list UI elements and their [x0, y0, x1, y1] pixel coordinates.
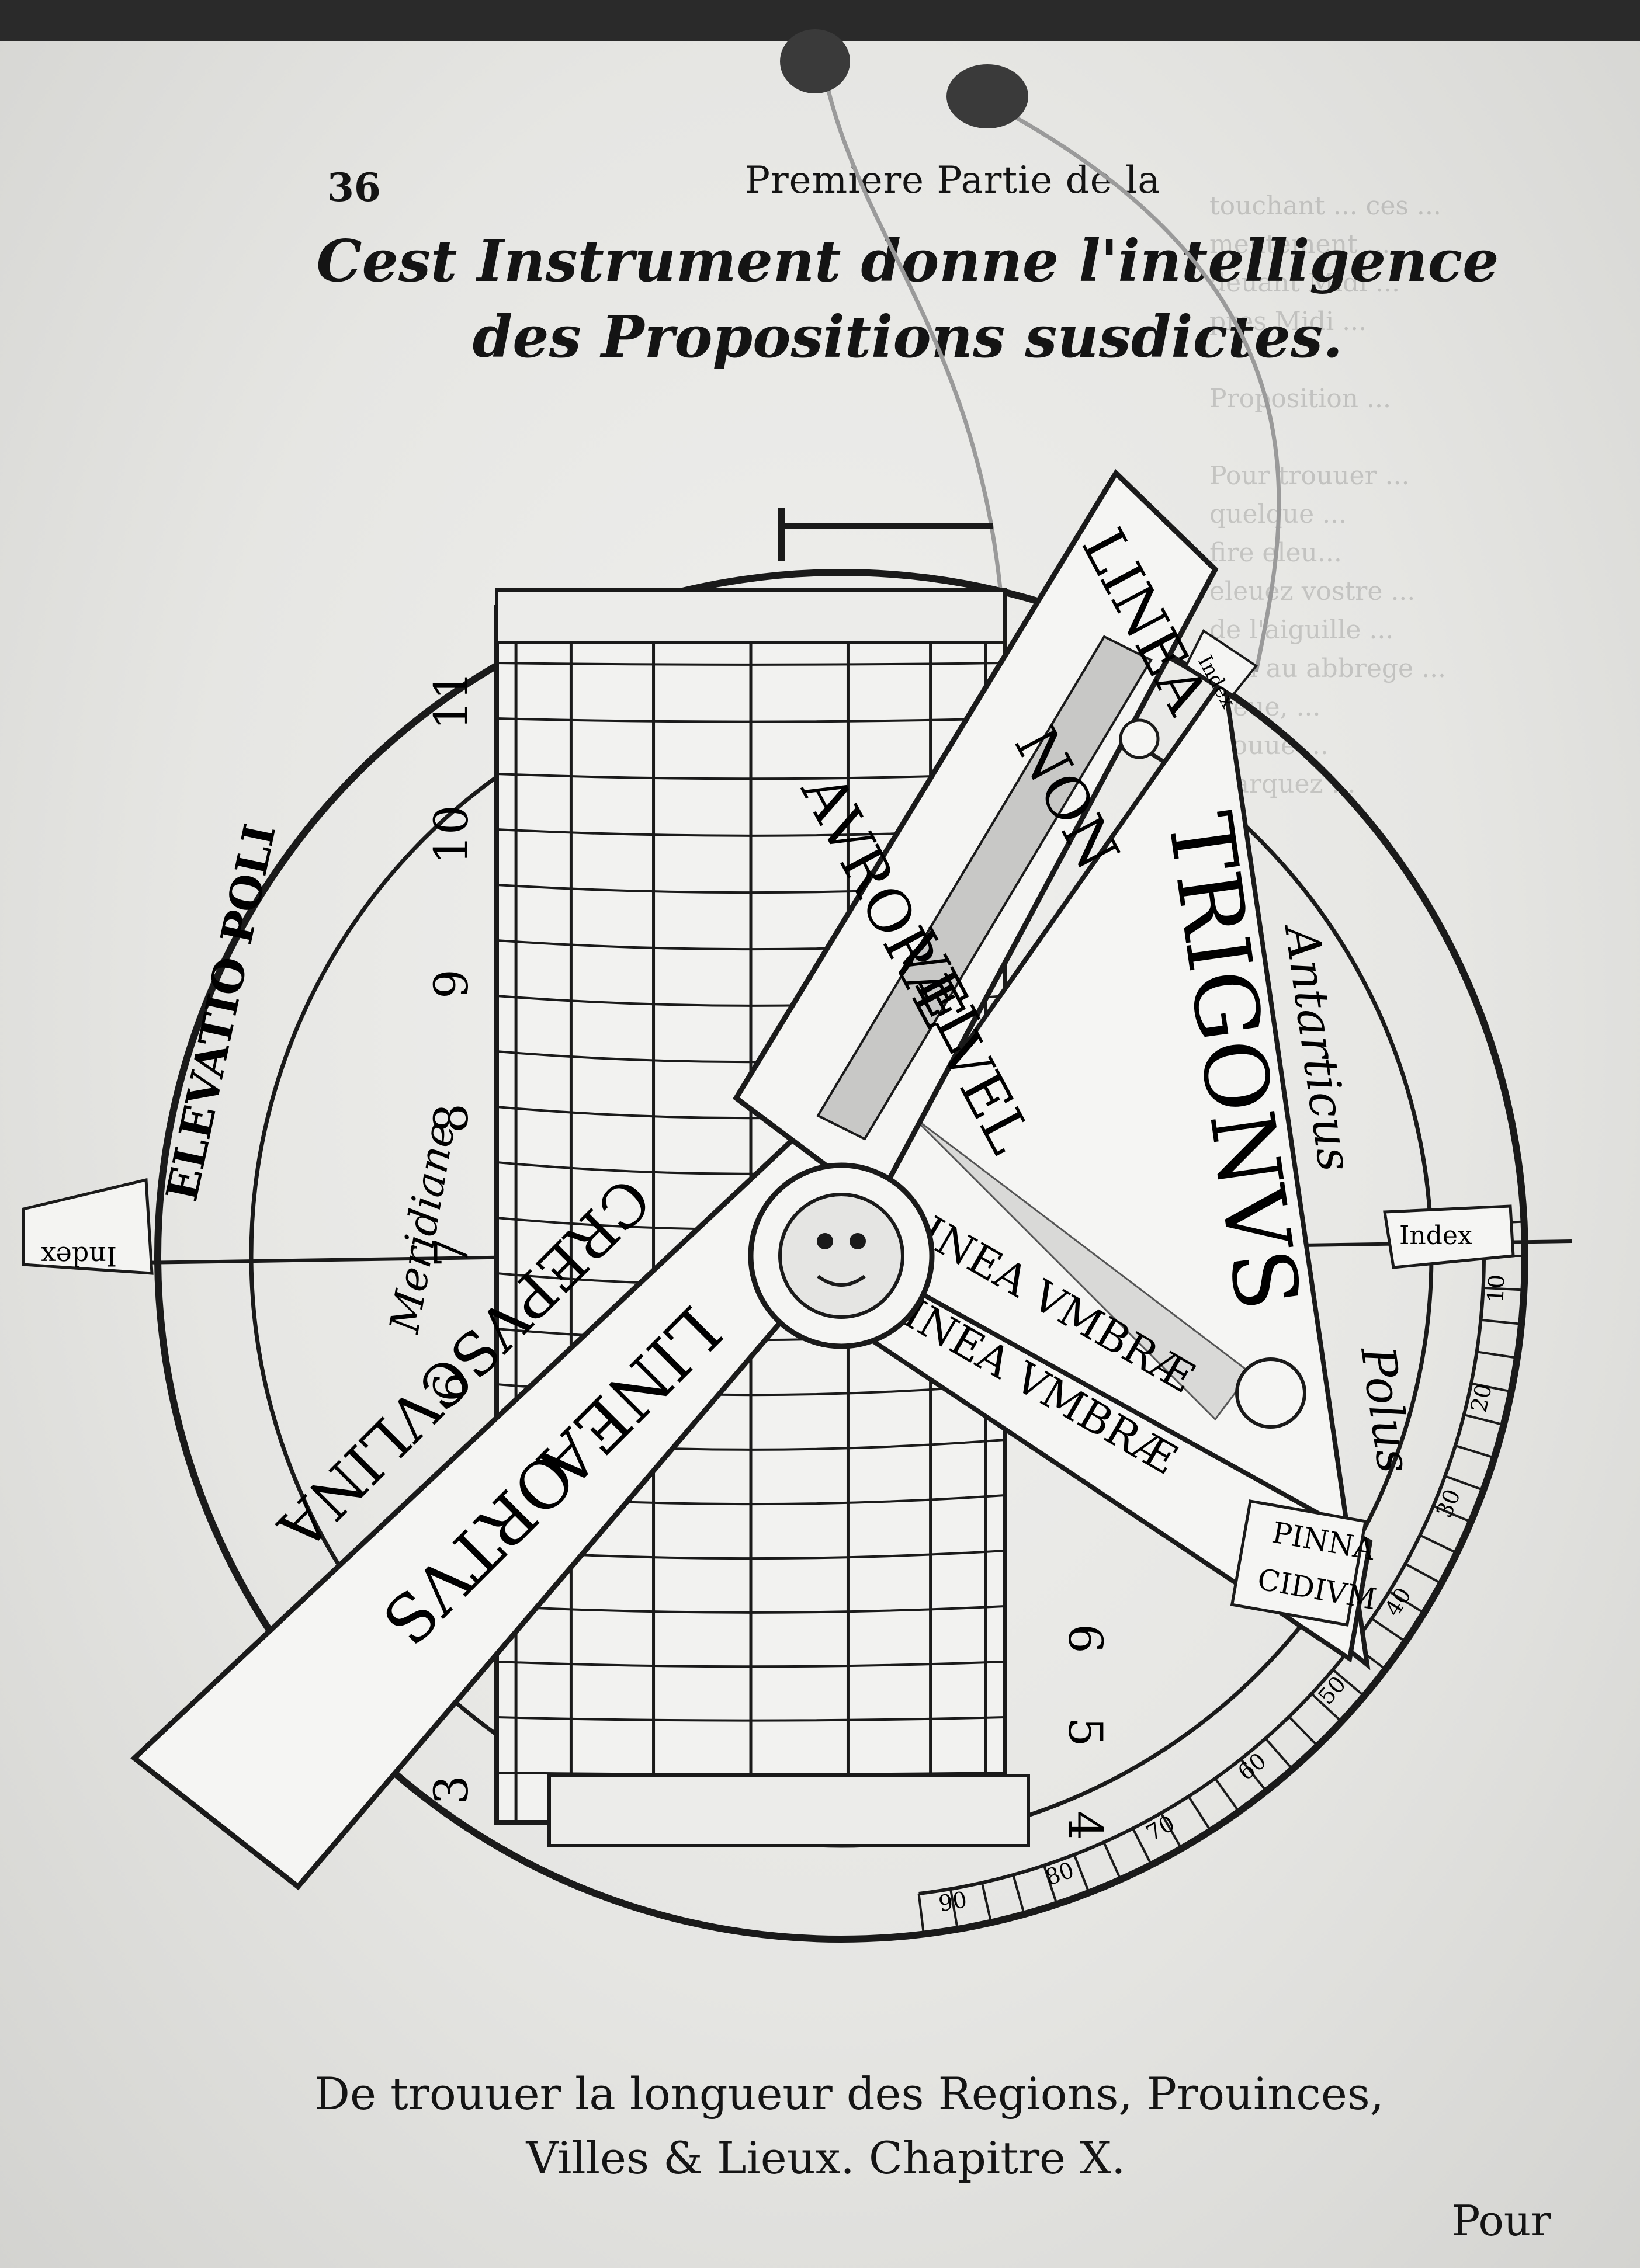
left-index-label: Index [41, 1241, 117, 1272]
hour-numbers-right: 6 5 4 [1058, 1624, 1112, 1840]
hour-number: 6 [424, 1372, 479, 1402]
face-eye-left-icon [817, 1233, 833, 1249]
figure-caption-line-2: des Propositions susdictes. [472, 304, 1343, 371]
pinnacidium-plate[interactable] [1230, 1499, 1367, 1627]
rim-number: 70 [1142, 1810, 1179, 1846]
hour-number: 5 [1058, 1717, 1112, 1747]
alidade-rivet [1119, 718, 1160, 759]
hour-number: 9 [424, 969, 479, 999]
rim-number: 10 [1482, 1274, 1509, 1303]
hour-number: 7 [424, 1238, 479, 1267]
thread-right [992, 103, 1281, 672]
rim-number: 20 [1466, 1381, 1497, 1415]
right-index-tab[interactable] [1383, 1204, 1515, 1269]
rim-number: 90 [937, 1887, 969, 1917]
thread-knot-right [946, 64, 1028, 128]
face-mouth-icon [817, 1274, 866, 1287]
rim-number: 40 [1379, 1583, 1416, 1620]
zodiac-band-top [495, 588, 1007, 644]
rim-number: 30 [1431, 1485, 1465, 1521]
meridian-label: Meridiane [380, 1119, 464, 1338]
comet-illustration [910, 1114, 1306, 1429]
sun-icon [1235, 1357, 1306, 1429]
hour-number: 4 [1058, 1811, 1112, 1840]
thread-knot-left [780, 29, 850, 93]
zodiac-band-bottom [547, 1774, 1030, 1847]
hour-number: 8 [424, 1103, 479, 1133]
rim-number: 50 [1313, 1671, 1351, 1709]
alidade-index-tab[interactable] [1184, 629, 1258, 697]
polus-label: Polus [1350, 1342, 1422, 1477]
hour-number: 6 [1058, 1624, 1112, 1654]
hour-number: 3 [424, 1775, 479, 1805]
chapter-title-line-1: De trouuer la longueur des Regions, Prou… [314, 2068, 1384, 2120]
page-number: 36 [327, 165, 381, 210]
chapter-title-line-2: Villes & Lieux. Chapitre X. [526, 2132, 1126, 2184]
catchword: Pour [1452, 2196, 1551, 2245]
hour-number: 10 [424, 805, 479, 864]
thread-left [821, 70, 1007, 655]
elevatio-poli-label: ELEVATIO POLI [157, 820, 286, 1206]
rim-number: 60 [1233, 1748, 1271, 1786]
alidade-scale-strip [816, 635, 1153, 1141]
right-index-label: Index [1399, 1221, 1472, 1251]
hour-number: 11 [424, 671, 479, 730]
left-index-tab[interactable] [22, 1178, 154, 1275]
bleed-through-text: touchant ... ces ... mentement ... deuan… [1209, 191, 1447, 799]
rim-number: 80 [1042, 1857, 1077, 1891]
face-eye-right-icon [850, 1233, 866, 1249]
